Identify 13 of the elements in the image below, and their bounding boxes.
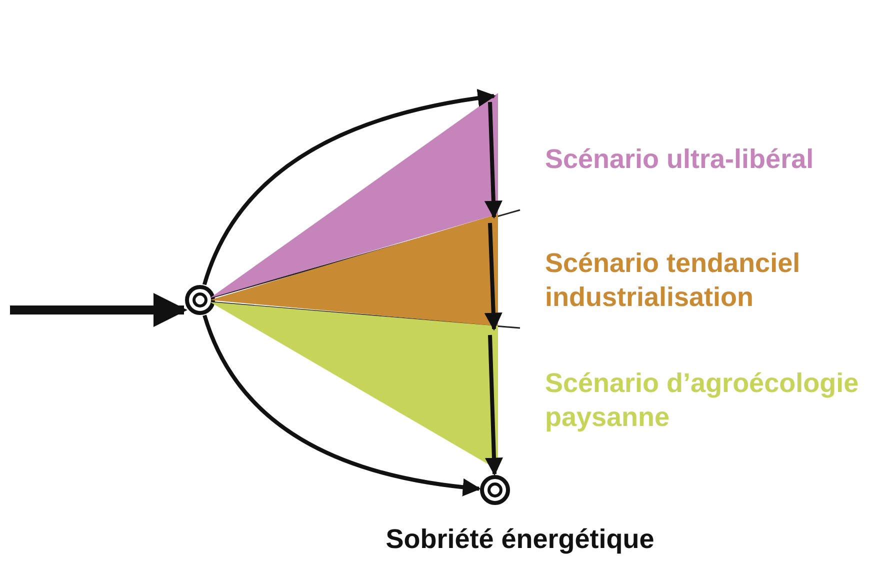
goal-label: Sobriété énergétique xyxy=(384,523,656,556)
scenario-label: Scénario ultra-libéral xyxy=(545,143,815,176)
scenario-wedge xyxy=(210,302,498,470)
arrow xyxy=(484,222,502,331)
ring-node xyxy=(185,285,215,315)
scenario-wedge xyxy=(210,214,498,326)
arrow xyxy=(485,334,503,476)
arrow xyxy=(202,314,481,496)
arrow xyxy=(484,102,502,219)
scenario-label: Scénario tendanciel industrialisation xyxy=(545,247,802,314)
ring-node xyxy=(480,475,510,505)
scenario-label: Scénario d’agroécologie paysanne xyxy=(545,367,860,434)
arrow xyxy=(10,293,188,327)
